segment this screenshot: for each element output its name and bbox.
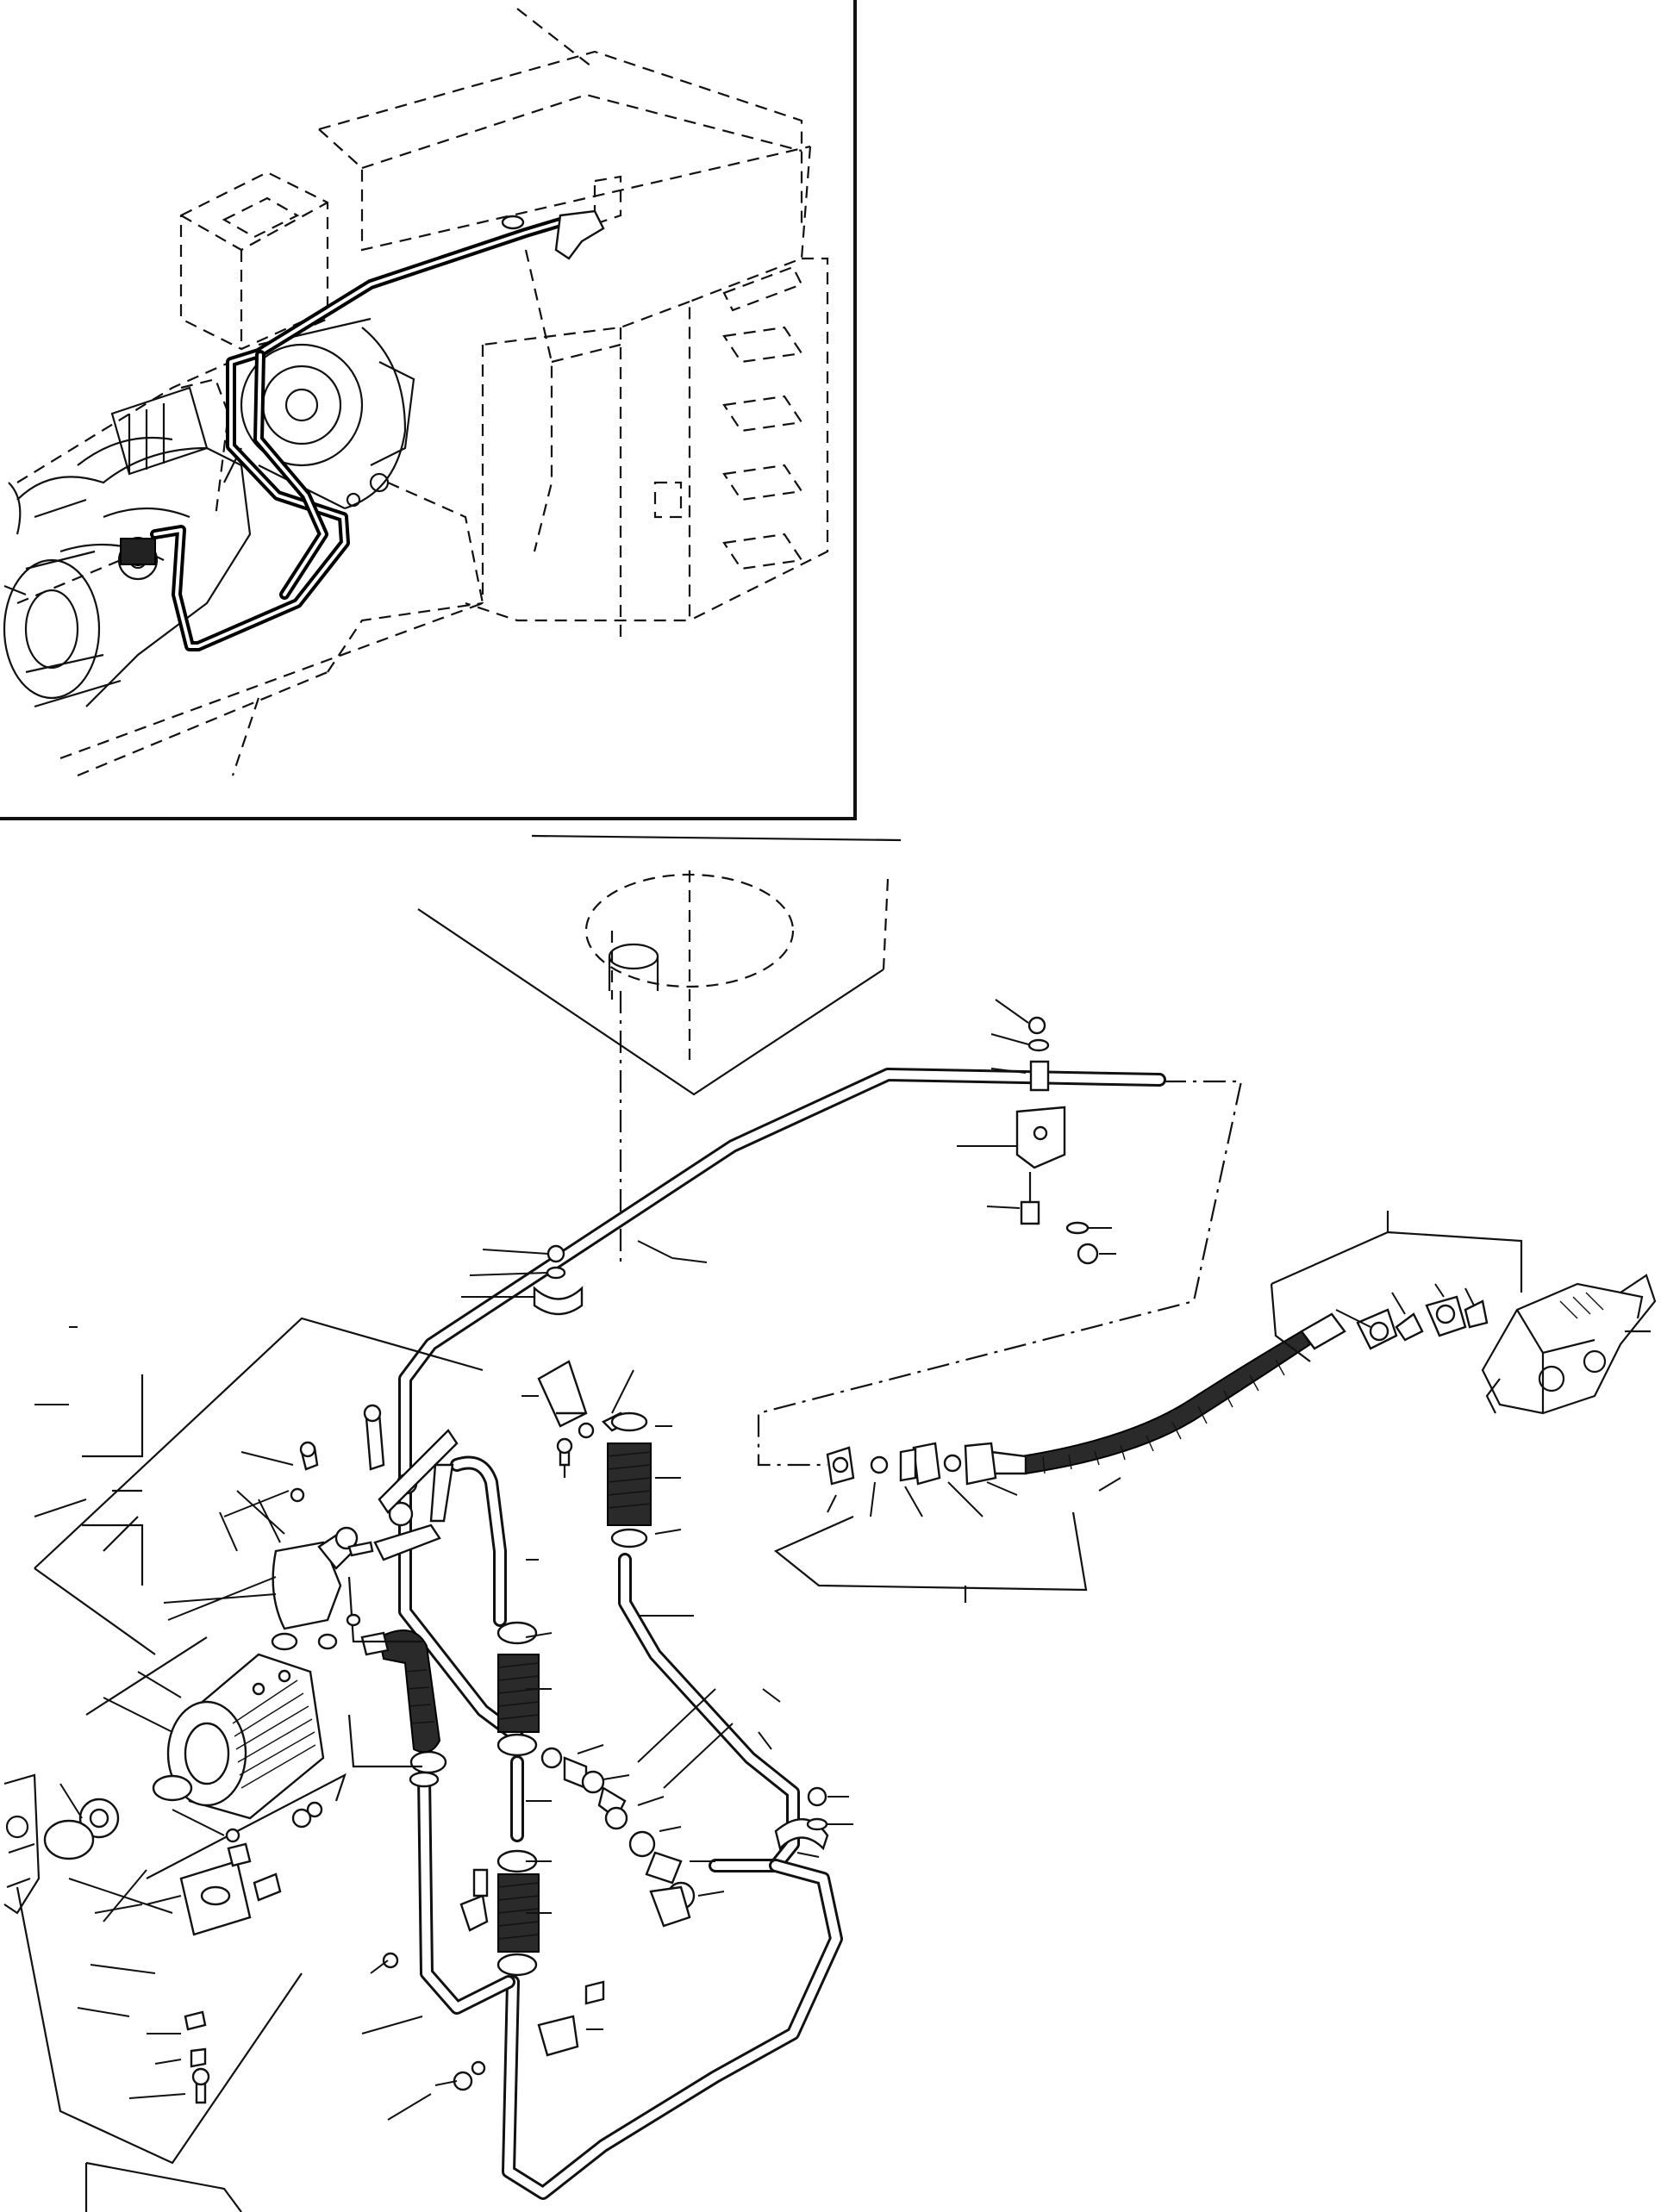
exploded-view (3, 817, 1657, 2212)
pipe-clamp-upper (957, 999, 1116, 1265)
control-valve-body (1481, 1274, 1657, 1415)
inset-overview-view (0, 0, 857, 820)
nut-icon (807, 1786, 827, 1807)
washer-icon (546, 1266, 566, 1280)
center-hose-stack (607, 1411, 800, 1872)
nut-icon (546, 1244, 565, 1263)
flange-detail (16, 1326, 347, 2165)
engine-assembly-sketch (3, 317, 415, 708)
nut-icon (1077, 1243, 1099, 1265)
main-return-pipe (398, 1068, 1166, 1743)
pressure-hose-to-valve (773, 1312, 1346, 1603)
washer-icon (1027, 1038, 1050, 1052)
lower-clamps (637, 1688, 853, 1928)
highlighted-pipe-route (150, 209, 605, 651)
washer-icon (1065, 1221, 1090, 1235)
pipe-clamp-left (461, 1240, 708, 1316)
hydraulic-tank-outline (417, 870, 890, 1267)
nut-icon (1027, 1016, 1046, 1035)
lower-u-pipe (361, 1750, 605, 2121)
left-hose-stack (450, 1455, 843, 2200)
reducer-fitting-chain (540, 1744, 725, 1910)
machine-frame-outline (16, 8, 829, 777)
engine-fragment-left (3, 1773, 242, 2212)
inset-frame (0, 0, 857, 820)
washer-icon (806, 1817, 828, 1831)
control-valve-fittings (1270, 1211, 1523, 1362)
return-hose-bend (360, 1629, 441, 1754)
centerline-to-valve (757, 1080, 1243, 1467)
hydraulic-pump-assembly (34, 1317, 484, 1922)
